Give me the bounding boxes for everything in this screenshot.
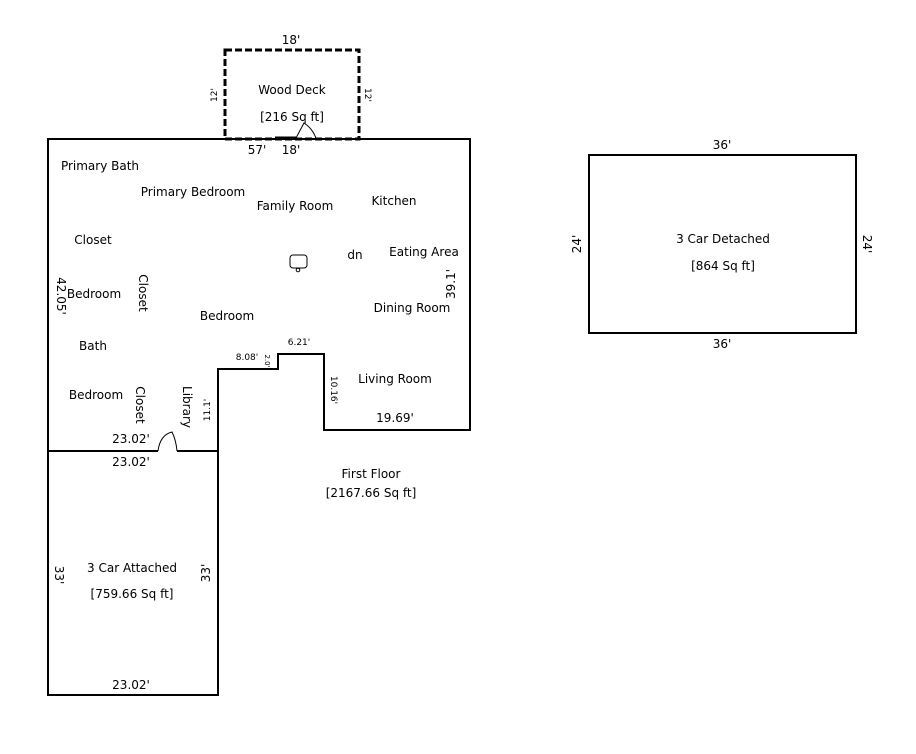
detached-garage-dim-top: 36' (713, 138, 732, 152)
room-bedroom-3: Bedroom (69, 388, 123, 402)
first-floor-area: [2167.66 Sq ft] (326, 486, 417, 500)
room-dining-room: Dining Room (374, 301, 451, 315)
deck-dim-left: 12' (210, 88, 220, 102)
first-floor-dim-right: 39.1' (444, 269, 458, 299)
detached-garage-name: 3 Car Detached (676, 232, 770, 246)
first-floor-dim-notch-top: 6.21' (288, 338, 311, 348)
room-eating-area: Eating Area (389, 245, 459, 259)
detached-garage-area: [864 Sq ft] (691, 259, 755, 273)
attached-garage-name: 3 Car Attached (87, 561, 177, 575)
deck-dim-bottom: 18' (282, 143, 301, 157)
room-family-room: Family Room (257, 199, 334, 213)
detached-garage-dim-bottom: 36' (713, 337, 732, 351)
room-kitchen: Kitchen (371, 194, 416, 208)
room-bath: Bath (79, 339, 107, 353)
first-floor-name: First Floor (342, 467, 401, 481)
first-floor-dim-top: 57' (248, 143, 267, 157)
first-floor-dim-left: 42.05' (54, 277, 68, 315)
detached-garage-dim-left: 24' (570, 235, 584, 254)
first-floor-dim-step-side: 2.0' (263, 354, 271, 367)
attached-garage-outline (47, 451, 219, 696)
room-library: Library (180, 386, 194, 428)
deck-dim-top: 18' (282, 33, 301, 47)
first-floor-dim-bottom-right: 19.69' (376, 411, 414, 425)
detached-garage-dim-right: 24' (860, 235, 874, 254)
room-primary-bedroom: Primary Bedroom (141, 185, 245, 199)
attached-garage: 23.02' 23.02' 33' 33' 3 Car Attached [75… (47, 451, 219, 696)
detached-garage: 36' 36' 24' 24' 3 Car Detached [864 Sq f… (570, 138, 874, 351)
first-floor-dim-step-top: 8.08' (236, 353, 259, 363)
room-closet-3: Closet (133, 386, 147, 424)
room-bedroom-1: Bedroom (67, 287, 121, 301)
attached-garage-dim-bottom: 23.02' (112, 678, 150, 692)
attached-garage-dim-right: 33' (199, 564, 213, 583)
deck-area: [216 Sq ft] (260, 110, 324, 124)
stairs-down-label: dn (347, 248, 362, 262)
room-closet-2: Closet (136, 274, 150, 312)
deck-dim-right: 12' (362, 88, 372, 102)
room-bedroom-2: Bedroom (200, 309, 254, 323)
door-swing-icon (275, 122, 317, 140)
sink-icon (289, 254, 308, 273)
room-closet-1: Closet (74, 233, 112, 247)
attached-garage-area: [759.66 Sq ft] (91, 587, 174, 601)
first-floor: 57' 42.05' 39.1' 19.69' 10.16' 6.21' 8.0… (47, 138, 471, 500)
attached-garage-dim-top: 23.02' (112, 455, 150, 469)
first-floor-dim-garage-wall: 23.02' (112, 432, 150, 446)
room-primary-bath: Primary Bath (61, 159, 139, 173)
attached-garage-dim-left: 33' (52, 566, 66, 585)
detached-garage-outline (588, 154, 857, 334)
room-living-room: Living Room (358, 372, 432, 386)
first-floor-dim-library-side: 11.1' (203, 399, 213, 422)
deck-name: Wood Deck (258, 83, 325, 97)
door-swing-icon (157, 431, 178, 453)
first-floor-dim-notch-inner: 10.16' (328, 376, 338, 404)
